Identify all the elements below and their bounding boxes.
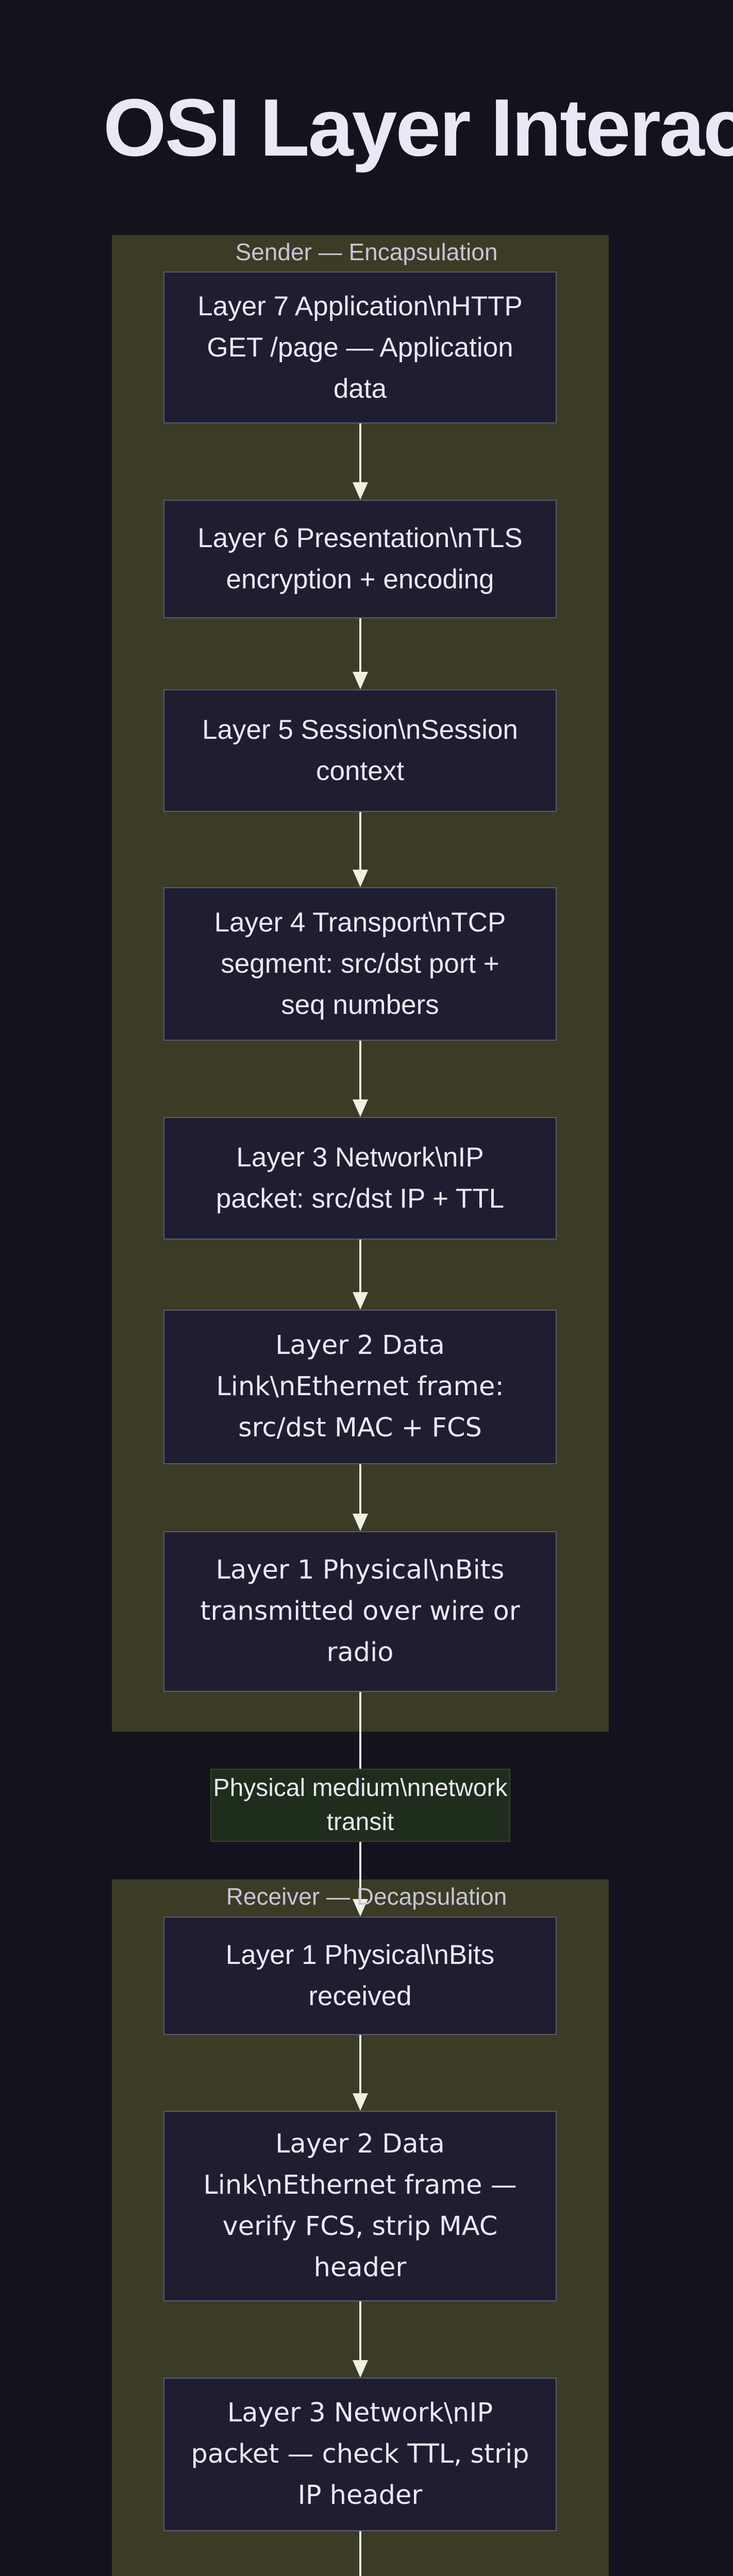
node-text-line: encryption + encoding [226, 564, 494, 595]
flow-arrow [353, 1040, 368, 1117]
arrow-head-icon [353, 1899, 368, 1917]
flow-arrow [353, 423, 368, 500]
node-text-line: header [313, 2252, 407, 2283]
node-text-line: context [316, 756, 404, 786]
node-text-line: Layer 3 Network\nIP [236, 1142, 484, 1173]
node-text-line: Physical medium\nnetwork [213, 1774, 508, 1802]
node-physical-medium-transit: Physical medium\nnetwork transit [210, 1769, 510, 1842]
node-text-line: Layer 5 Session\nSession [202, 715, 518, 745]
arrow-shaft [359, 423, 361, 484]
node-text-line: packet: src/dst IP + TTL [215, 1183, 505, 1214]
arrow-shaft [359, 617, 361, 674]
node-sender-layer5-session: Layer 5 Session\nSession context [163, 689, 557, 812]
node-text-line: Layer 1 Physical\nBits [225, 1940, 495, 1970]
receiver-group-title: Receiver — Decapsulation [226, 1883, 507, 1910]
arrow-shaft [359, 811, 361, 872]
node-text-line: Layer 2 Data [275, 1330, 445, 1361]
arrow-head-icon [353, 870, 368, 887]
node-sender-layer7-application: Layer 7 Application\nHTTP GET /page — App… [163, 272, 557, 423]
node-text-line: GET /page — Application [207, 332, 513, 363]
flow-arrow [353, 2034, 368, 2111]
node-text-line: segment: src/dst port + [221, 948, 499, 979]
node-text-line: Layer 2 Data [275, 2129, 445, 2159]
arrow-head-icon [353, 1514, 368, 1531]
node-sender-layer4-transport: Layer 4 Transport\nTCP segment: src/dst p… [163, 887, 557, 1041]
node-text-line: packet — check TTL, strip [191, 2439, 529, 2469]
node-text-line: seq numbers [281, 990, 439, 1020]
node-text-line: received [308, 1981, 412, 2011]
node-text-line: Layer 4 Transport\nTCP [214, 907, 506, 938]
flow-arrow [353, 1239, 368, 1310]
arrow-head-icon [353, 672, 368, 689]
arrow-head-icon [353, 1292, 368, 1310]
node-text-line: radio [326, 1637, 394, 1668]
node-receiver-layer3-network: Layer 3 Network\nIP packet — check TTL, s… [163, 2378, 557, 2531]
node-sender-layer1-physical: Layer 1 Physical\nBits transmitted over w… [163, 1531, 557, 1692]
arrow-shaft [359, 1040, 361, 1101]
arrow-head-icon [353, 2360, 368, 2378]
arrow-shaft [359, 2530, 361, 2576]
node-text-line: IP header [297, 2480, 423, 2511]
arrow-head-icon [353, 1099, 368, 1117]
sender-group-title: Sender — Encapsulation [235, 239, 498, 265]
arrow-shaft [359, 2034, 361, 2095]
node-sender-layer6-presentation: Layer 6 Presentation\nTLS encryption + en… [163, 500, 557, 618]
arrow-shaft [359, 2300, 361, 2362]
flow-arrow [353, 2300, 368, 2378]
flow-arrow [359, 2530, 361, 2576]
node-text-line: Layer 3 Network\nIP [227, 2398, 493, 2428]
node-text-line: Layer 6 Presentation\nTLS [197, 523, 523, 553]
flow-arrow [353, 811, 368, 887]
node-text-line: Layer 7 Application\nHTTP [197, 291, 523, 321]
node-text-line: Link\nEthernet frame: [216, 1371, 504, 1402]
flow-arrow [353, 1463, 368, 1531]
arrow-shaft [359, 1463, 361, 1516]
node-text-line: transmitted over wire or [200, 1596, 520, 1626]
node-sender-layer3-network: Layer 3 Network\nIP packet: src/dst IP + … [163, 1117, 557, 1240]
flow-arrow [353, 617, 368, 689]
node-text-line: data [333, 373, 387, 404]
arrow-head-icon [353, 2093, 368, 2111]
node-text-line: Link\nEthernet frame — [203, 2170, 517, 2200]
arrow-shaft [359, 1239, 361, 1294]
page-title: OSI Layer Interactions [103, 82, 733, 173]
node-text-line: src/dst MAC + FCS [238, 1413, 482, 1443]
node-text-line: Layer 1 Physical\nBits [215, 1555, 505, 1585]
node-text-line: verify FCS, strip MAC [222, 2211, 498, 2242]
arrow-head-icon [353, 482, 368, 500]
node-receiver-layer1-physical: Layer 1 Physical\nBits received [163, 1917, 557, 2035]
node-text-line: transit [326, 1808, 394, 1836]
